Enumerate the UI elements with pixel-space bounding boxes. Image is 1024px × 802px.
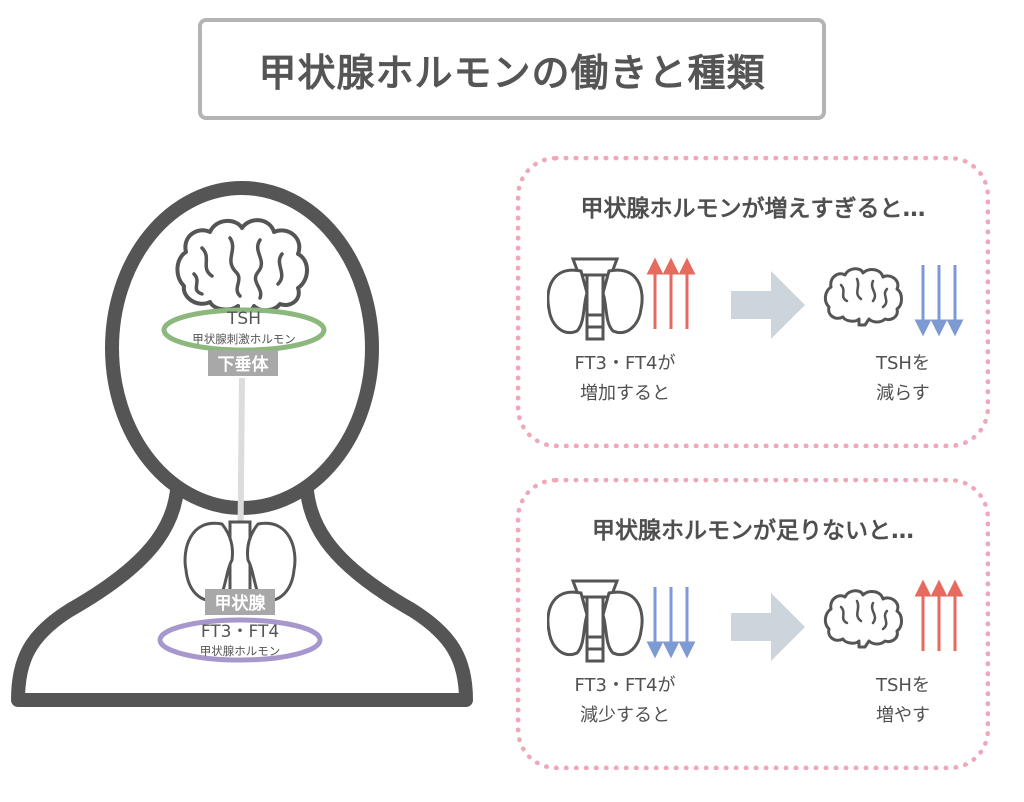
panel-deficit-graphic [547, 579, 964, 663]
pituitary-label: 下垂体 [218, 354, 270, 375]
panel-excess-right-caption: TSHを 減らす [876, 353, 930, 404]
tsh-subtitle: 甲状腺刺激ホルモン [192, 332, 296, 346]
ft-label: FT3・FT4 [201, 622, 279, 642]
brain-icon [823, 267, 903, 327]
title-box: 甲状腺ホルモンの働きと種類 [198, 18, 826, 120]
thyroid-icon [183, 520, 297, 603]
thyroid-icon [547, 579, 644, 663]
panel-excess-left-caption: FT3・FT4が 増加すると [574, 353, 676, 404]
thyroid-badge [205, 589, 275, 615]
page-title: 甲状腺ホルモンの働きと種類 [258, 50, 766, 95]
panel-deficit-right-caption: TSHを 増やす [876, 675, 930, 726]
increase-arrows-icon [914, 579, 964, 651]
tsh-label: TSH [226, 309, 261, 329]
panel-deficit-title: 甲状腺ホルモンが足りないと… [592, 518, 914, 544]
flow-arrow-icon [731, 271, 805, 339]
decrease-arrows-icon [646, 587, 696, 659]
panel-deficit: 甲状腺ホルモンが足りないと… FT3・FT4が 減少すると [516, 478, 990, 770]
brain-icon [175, 218, 309, 318]
shoulders-outline [11, 473, 473, 707]
thyroid-label: 甲状腺 [215, 593, 267, 614]
flow-arrow-icon [731, 593, 805, 661]
panel-excess-title: 甲状腺ホルモンが増えすぎると… [580, 196, 926, 222]
decrease-arrows-icon [914, 265, 964, 337]
increase-arrows-icon [646, 257, 696, 329]
panel-excess-graphic [547, 257, 964, 341]
panel-excess: 甲状腺ホルモンが増えすぎると… F [516, 156, 990, 448]
thyroid-ring [157, 617, 323, 663]
thyroid-icon [547, 257, 644, 341]
brain-icon [823, 589, 903, 649]
ft-subtitle: 甲状腺ホルモン [200, 644, 281, 658]
pituitary-badge [208, 350, 278, 376]
panel-deficit-left-caption: FT3・FT4が 減少すると [574, 675, 676, 726]
